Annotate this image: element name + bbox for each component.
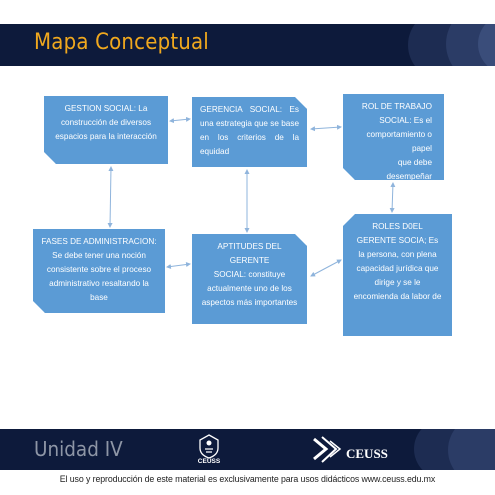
emblem-icon xyxy=(313,436,342,463)
crest-icon xyxy=(199,434,219,459)
node-text: ROL DE TRABAJO SOCIAL: Es el comportamie… xyxy=(361,102,432,181)
concept-node-gerencia-social: GERENCIA SOCIAL: Es una estrategia que s… xyxy=(192,97,307,167)
node-text: ROLES D0EL GERENTE SOCIA; Es la persona,… xyxy=(353,222,442,301)
connector-gestion-fases xyxy=(107,166,114,228)
concept-node-aptitudes-gerente: APTITUDES DEL GERENTE SOCIAL: constituye… xyxy=(192,234,307,324)
decorative-circle xyxy=(478,24,495,66)
concept-node-roles-gerente: ROLES D0EL GERENTE SOCIA; Es la persona,… xyxy=(343,214,452,336)
node-text: APTITUDES DEL GERENTE SOCIAL: constituye… xyxy=(201,242,298,307)
ceuss-university-logo: CEUSS xyxy=(312,435,392,465)
ceuss-crest-logo: CEUSS xyxy=(194,432,224,468)
connector-aptitudes-roles xyxy=(310,259,342,277)
concept-node-gestion-social: GESTION SOCIAL: La construcción de diver… xyxy=(44,96,168,164)
connector-fases-aptitudes xyxy=(166,262,191,269)
decorative-circle xyxy=(448,429,495,470)
node-text: FASES DE ADMINISTRACION: Se debe tener u… xyxy=(41,237,157,302)
connector-rol-roles xyxy=(389,182,396,213)
footer-disclaimer: El uso y reproducción de este material e… xyxy=(59,474,436,484)
node-text: GESTION SOCIAL: La construcción de diver… xyxy=(55,104,157,141)
node-text: GERENCIA SOCIAL: Es una estrategia que s… xyxy=(200,105,299,156)
connector-gestion-gerencia xyxy=(169,116,191,124)
concept-node-fases-administracion: FASES DE ADMINISTRACION: Se debe tener u… xyxy=(33,229,165,313)
logo-left-text: CEUSS xyxy=(197,458,221,465)
logo-right-text: CEUSS xyxy=(346,446,388,461)
footer-bar: Unidad IV CEUSS CEUSS xyxy=(0,429,495,470)
header-bar: Mapa Conceptual xyxy=(0,24,495,66)
unit-label: Unidad IV xyxy=(34,437,123,461)
page-title: Mapa Conceptual xyxy=(34,30,209,55)
connector-gerencia-rol xyxy=(310,124,342,132)
concept-node-rol-trabajo-social: ROL DE TRABAJO SOCIAL: Es el comportamie… xyxy=(343,94,444,180)
